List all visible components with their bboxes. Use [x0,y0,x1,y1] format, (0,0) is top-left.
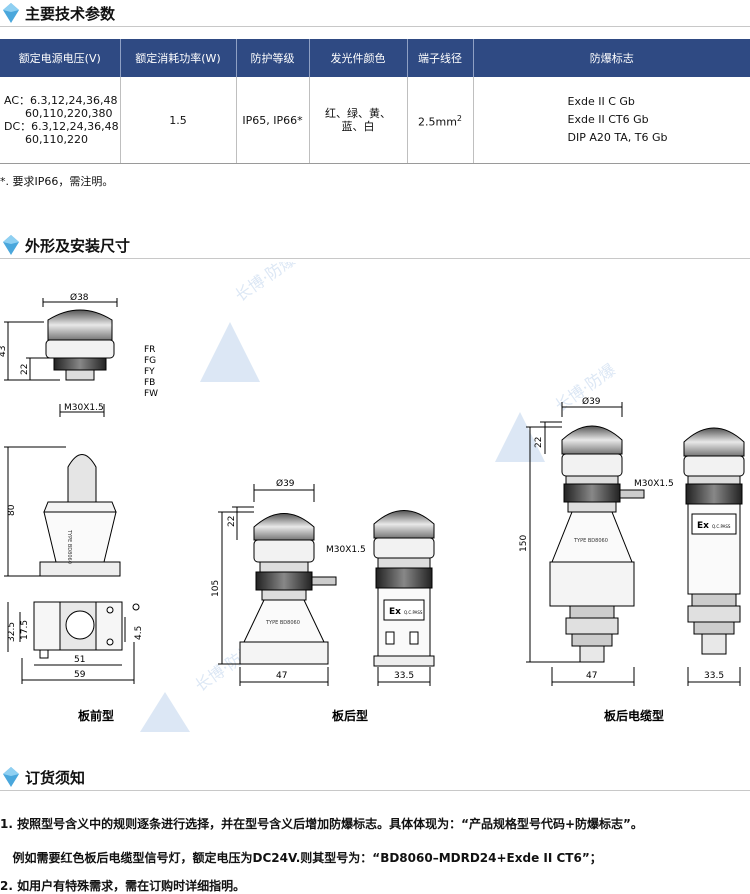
spec-note: *. 要求IP66，需注明。 [0,173,113,189]
front-lamp-side-view [4,298,117,417]
qc-label: Q.C.PASS [712,524,731,529]
front-panel-type-drawing: TYPE BD8060 [4,447,120,576]
colors-line-2: 蓝、白 [310,120,407,133]
section-header-specs: 主要技术参数 [0,0,750,28]
cell-wire: 2.5mm2 [407,77,473,164]
section-title: 外形及安装尺寸 [25,235,130,256]
ex-mark-2: Exde II CT6 Gb [474,111,750,129]
qc-label: Q.C.PASS [404,610,423,615]
dim-17-5: 17.5 [20,620,30,640]
ex-label: Ex [697,521,709,531]
wire-value: 2.5mm [418,115,457,128]
header-wire: 端子线径 [407,39,473,77]
cell-colors: 红、绿、黄、 蓝、白 [309,77,407,164]
dim-80: 80 [7,504,17,516]
lens-code: FY [144,367,155,377]
dim-33-5: 33.5 [704,671,724,681]
ex-mark-1: Exde II C Gb [474,93,750,111]
rear-panel-type-drawing: TYPE BD8060 [218,484,434,686]
cell-protection: IP65, IP66* [236,77,309,164]
dim-22: 22 [20,364,30,375]
header-ex-mark: 防爆标志 [473,39,750,77]
cell-ex-mark: Exde II C Gb Exde II CT6 Gb DIP A20 TA, … [473,77,750,164]
dim-39: Ø39 [276,478,295,489]
cable-type-drawing: TYPE BD8060 [526,402,744,686]
gem-icon [3,767,19,787]
dim-32-5: 32.5 [7,622,17,642]
svg-text:TYPE BD8060: TYPE BD8060 [573,538,608,544]
order-line-2: 例如需要红色板后电缆型信号灯，额定电压为DC24V.则其型号为：“BD8060–… [0,849,602,866]
header-color: 发光件颜色 [309,39,407,77]
header-protection: 防护等级 [236,39,309,77]
ex-label: Ex [389,607,401,617]
gem-icon [3,235,19,255]
divider [0,258,750,259]
cell-voltage: AC：6.3,12,24,36,48 60,110,220,380 DC：6.3… [0,77,120,164]
dim-150: 150 [519,535,529,552]
dim-m30: M30X1.5 [326,545,366,555]
svg-text:TYPE BD8060: TYPE BD8060 [265,620,300,626]
dim-22: 22 [227,516,237,527]
order-line-1: 1. 按照型号含义中的规则逐条进行选择，并在型号含义后增加防爆标志。具体体现为：… [0,815,643,832]
table-header-row: 额定电源电压(V) 额定消耗功率(W) 防护等级 发光件颜色 端子线径 防爆标志 [0,39,750,77]
section-header-dimensions: 外形及安装尺寸 [0,232,750,260]
order-line-3: 2. 如用户有特殊需求，需在订购时详细指明。 [0,877,245,894]
dim-47: 47 [586,671,597,681]
table-row: AC：6.3,12,24,36,48 60,110,220,380 DC：6.3… [0,77,750,164]
cell-power: 1.5 [120,77,236,164]
svg-text:长博·防爆: 长博·防爆 [231,262,298,305]
section-header-order: 订货须知 [0,764,750,792]
dimension-drawings: 长博·防爆 长博·防爆 长博·防爆 Ø38 43 22 M30X1.5 FR F… [0,262,750,762]
svg-text:TYPE BD8060: TYPE BD8060 [66,529,72,564]
dim-m30: M30X1.5 [634,479,674,489]
label-front-type: 板前型 [78,708,114,723]
divider [0,790,750,791]
dim-33-5: 33.5 [394,671,414,681]
lens-code: FR [144,345,155,355]
dim-43: 43 [0,346,8,357]
divider [0,26,750,27]
wire-sup: 2 [457,114,462,123]
spec-table: 额定电源电压(V) 额定消耗功率(W) 防护等级 发光件颜色 端子线径 防爆标志… [0,39,750,164]
lens-code: FW [144,389,158,399]
section-title: 主要技术参数 [25,3,115,24]
dim-47: 47 [276,671,287,681]
header-voltage: 额定电源电压(V) [0,39,120,77]
lens-code: FG [144,356,156,366]
ex-mark-3: DIP A20 TA, T6 Gb [474,129,750,147]
dim-59: 59 [74,670,86,680]
dim-4-5: 4.5 [134,626,144,640]
label-cable-type: 板后电缆型 [604,708,664,723]
dim-39: Ø39 [582,396,601,407]
lens-code: FB [144,378,155,388]
dim-105: 105 [211,580,221,597]
dim-m30: M30X1.5 [64,403,104,413]
colors-line-1: 红、绿、黄、 [310,107,407,120]
header-power: 额定消耗功率(W) [120,39,236,77]
dim-38: Ø38 [70,292,89,303]
label-rear-type: 板后型 [332,708,368,723]
gem-icon [3,3,19,23]
dim-22: 22 [534,437,544,448]
section-title: 订货须知 [25,767,85,788]
lens-code-list: FR FG FY FB FW [144,345,158,399]
dim-51: 51 [74,655,85,665]
